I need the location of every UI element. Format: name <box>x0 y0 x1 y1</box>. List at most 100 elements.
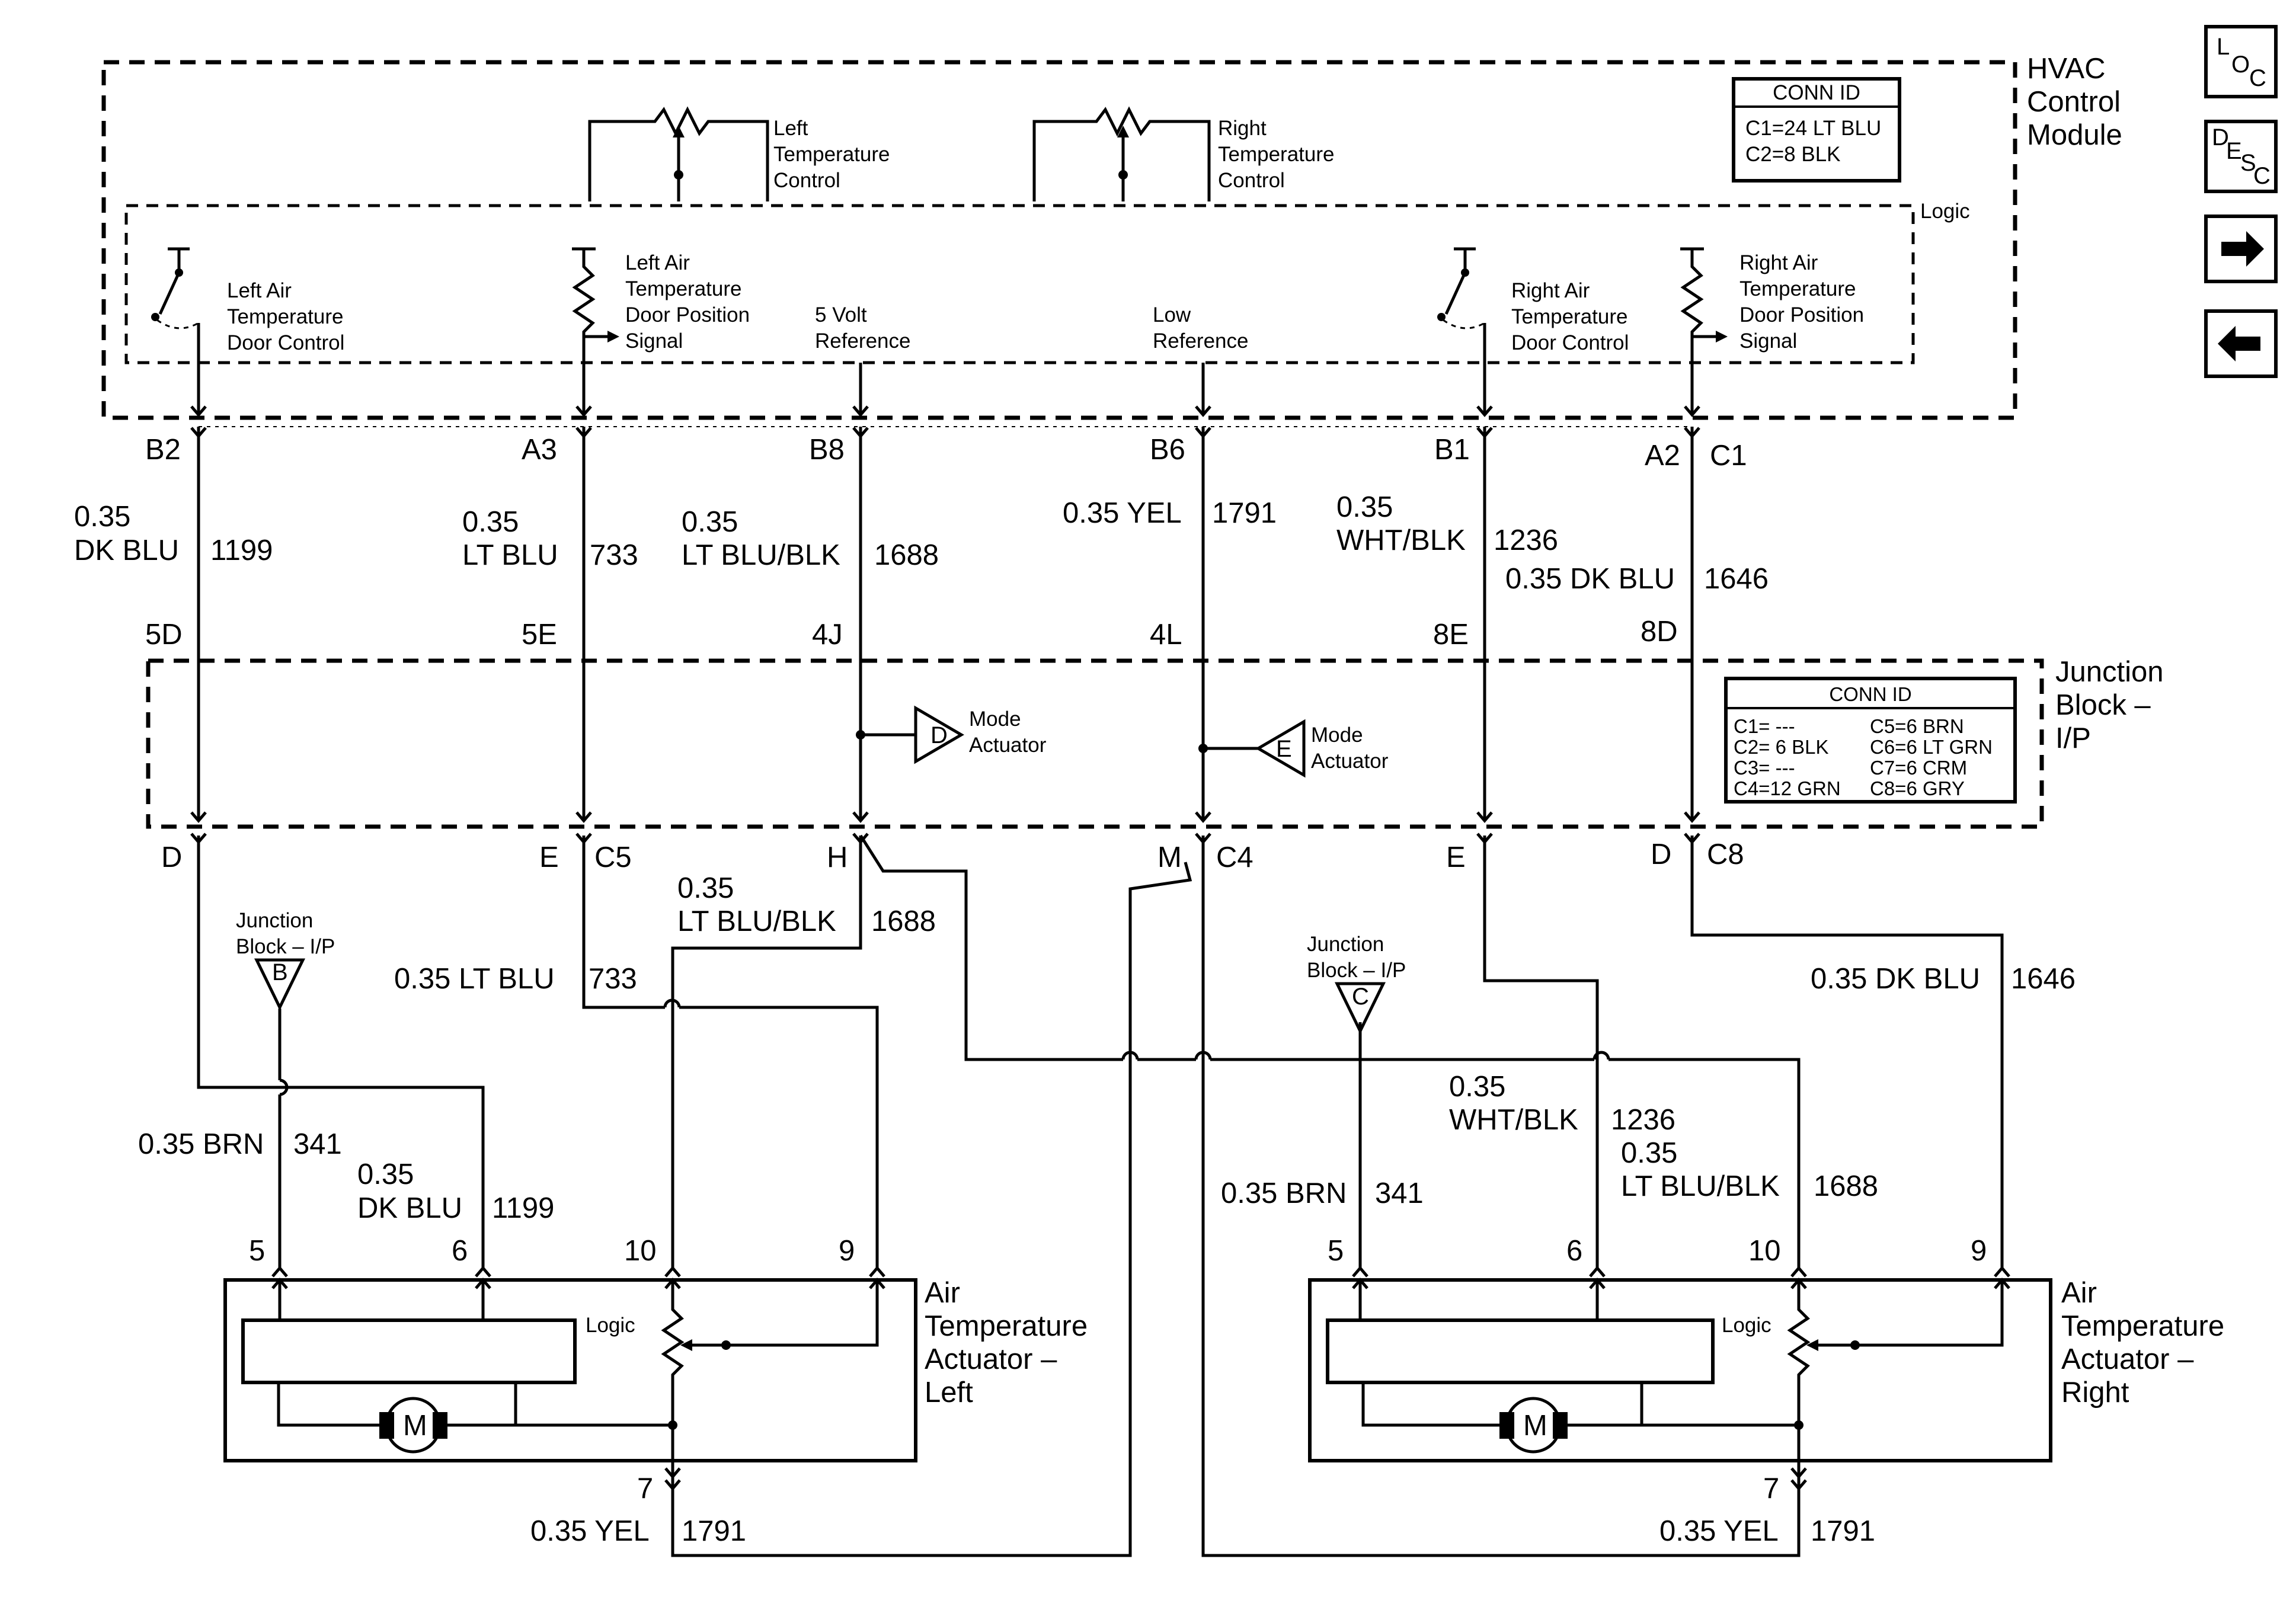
left-temp-control-pot: Left Temperature Control <box>588 106 890 201</box>
mode-actuator-label: Actuator <box>1311 750 1389 773</box>
junction-title-1: Junction <box>2055 656 2164 688</box>
wire-gauge: 0.35 <box>1336 491 1393 523</box>
pin-label: 10 <box>1748 1235 1781 1267</box>
connector-arrow <box>271 1278 288 1289</box>
connector-arrow <box>575 811 592 823</box>
left-temp-label: Left <box>773 117 808 140</box>
connector-arrow <box>1684 405 1700 417</box>
junction-conn-line: C2= 6 BLK <box>1734 736 1829 758</box>
ref-letter: B <box>272 959 288 985</box>
low-ref-label: Reference <box>1153 329 1248 353</box>
actuator-title: Air <box>925 1277 960 1309</box>
connector-arrow <box>1790 1266 1807 1278</box>
pin-label: 7 <box>637 1473 653 1505</box>
right-temp-label: Right <box>1218 117 1267 140</box>
wire-label: 0.35 DK BLU <box>1811 963 1980 995</box>
pin-label: B6 <box>1150 434 1185 466</box>
junction-bottom-pins: D E C5 H M C4 E D C8 <box>161 838 1744 873</box>
connector-arrow <box>869 1278 885 1289</box>
left-door-control-label: Temperature <box>227 305 343 328</box>
module-pin-labels: B2 A3 B8 B6 B1 A2 C1 <box>145 434 1747 472</box>
low-ref-label: Low <box>1153 303 1191 327</box>
right-temp-label: Control <box>1218 169 1285 192</box>
junction-top-pins: 5D 5E 4J 4L 8E 8D <box>145 616 1678 651</box>
nav-desc-letter: S <box>2240 150 2256 176</box>
wire-color: WHT/BLK <box>1449 1104 1578 1136</box>
pin-label: 5 <box>1328 1235 1344 1267</box>
nav-loc-letter: O <box>2231 52 2250 78</box>
junction-conn-line: C4=12 GRN <box>1734 777 1841 799</box>
module-pin-arrows <box>190 405 1700 438</box>
connector-arrow <box>869 1266 885 1278</box>
nav-next-button[interactable] <box>2204 215 2278 283</box>
actuator-logic-label: Logic <box>1722 1314 1771 1337</box>
junction-ref-right: Junction Block – I/P C <box>1307 933 1406 1035</box>
wire-color: WHT/BLK <box>1336 524 1466 556</box>
wire-circuit: 733 <box>589 963 637 995</box>
upper-wires <box>197 426 1694 821</box>
connector-arrow <box>1790 1278 1807 1289</box>
five-volt-label: Reference <box>815 329 910 353</box>
wire-gauge: 0.35 <box>1449 1071 1505 1103</box>
wire-circuit: 1688 <box>871 905 936 937</box>
nav-prev-button[interactable] <box>2204 309 2278 378</box>
right-door-position-label: Door Position <box>1739 303 1864 327</box>
nav-loc-button[interactable]: L O C <box>2204 25 2278 98</box>
left-door-position-label: Signal <box>625 329 683 353</box>
pin-label: A3 <box>522 434 557 466</box>
connector-arrow <box>475 1278 491 1289</box>
hvac-title-2: Control <box>2027 86 2121 118</box>
actuator-pin-labels: 5 6 10 9 7 5 6 10 9 7 <box>249 1235 1987 1505</box>
connector-arrow <box>1195 405 1211 417</box>
right-temp-label: Temperature <box>1218 143 1334 166</box>
junction-conn-title: CONN ID <box>1829 683 1911 705</box>
left-door-position-resistor: Left Air Temperature Door Position Signa… <box>572 247 750 415</box>
nav-loc-letter: L <box>2217 34 2230 60</box>
right-door-control-label: Door Control <box>1511 331 1629 354</box>
connector-arrow <box>1476 811 1493 823</box>
pin-label: C1 <box>1710 440 1747 472</box>
left-door-control-label: Left Air <box>227 279 292 302</box>
wire-label: 0.35 DK BLU <box>1505 563 1675 595</box>
connector-arrow <box>1476 405 1493 417</box>
pin-label: 4L <box>1150 619 1182 651</box>
logic-label: Logic <box>1920 200 1970 223</box>
left-temp-label: Temperature <box>773 143 890 166</box>
pin-label: 7 <box>1763 1473 1779 1505</box>
connector-arrow <box>190 811 207 823</box>
junction-title-2: Block – <box>2055 689 2151 721</box>
connector-arrow <box>1790 1479 1807 1491</box>
nav-desc-button[interactable]: D E S C <box>2204 120 2278 193</box>
wire-label: 0.35 YEL <box>530 1515 650 1547</box>
pin-label: 5E <box>522 619 557 651</box>
actuator-title: Actuator – <box>2061 1343 2194 1375</box>
connector-arrow <box>852 405 869 417</box>
pin-label: B2 <box>145 434 181 466</box>
wire-circuit: 1646 <box>2011 963 2076 995</box>
junction-conn-line: C1= --- <box>1734 715 1795 737</box>
pin-label: 8E <box>1433 619 1469 651</box>
wire-label: 0.35 BRN <box>138 1128 264 1160</box>
mode-actuator-letter: E <box>1276 736 1292 762</box>
wire-color: DK BLU <box>74 534 179 566</box>
connector-arrow <box>664 1479 681 1491</box>
pin-label: C4 <box>1216 841 1253 873</box>
connector-arrow <box>1352 1266 1368 1278</box>
wire-color: LT BLU/BLK <box>682 539 840 571</box>
wire-label: 0.35 LT BLU <box>394 963 555 995</box>
ref-label: Junction <box>236 909 313 932</box>
pin-label: H <box>827 841 848 873</box>
left-temp-label: Control <box>773 169 840 192</box>
junction-conn-line: C6=6 LT GRN <box>1870 736 1993 758</box>
mode-actuator-letter: D <box>930 722 948 748</box>
left-door-control-switch: Left Air Temperature Door Control <box>151 247 344 415</box>
wire-circuit: 733 <box>590 539 638 571</box>
arrow-left-icon <box>2218 326 2260 361</box>
wire-circuit: 1791 <box>1212 497 1277 529</box>
connector-arrow <box>664 1266 681 1278</box>
actuator-right: Logic M Air Temperature Actuator – Right <box>1308 1277 2224 1487</box>
junction-ref-left: Junction Block – I/P B <box>236 909 335 1011</box>
wire-circuit: 341 <box>293 1128 342 1160</box>
pin-label: 5D <box>145 619 183 651</box>
wire-color: LT BLU/BLK <box>677 905 836 937</box>
